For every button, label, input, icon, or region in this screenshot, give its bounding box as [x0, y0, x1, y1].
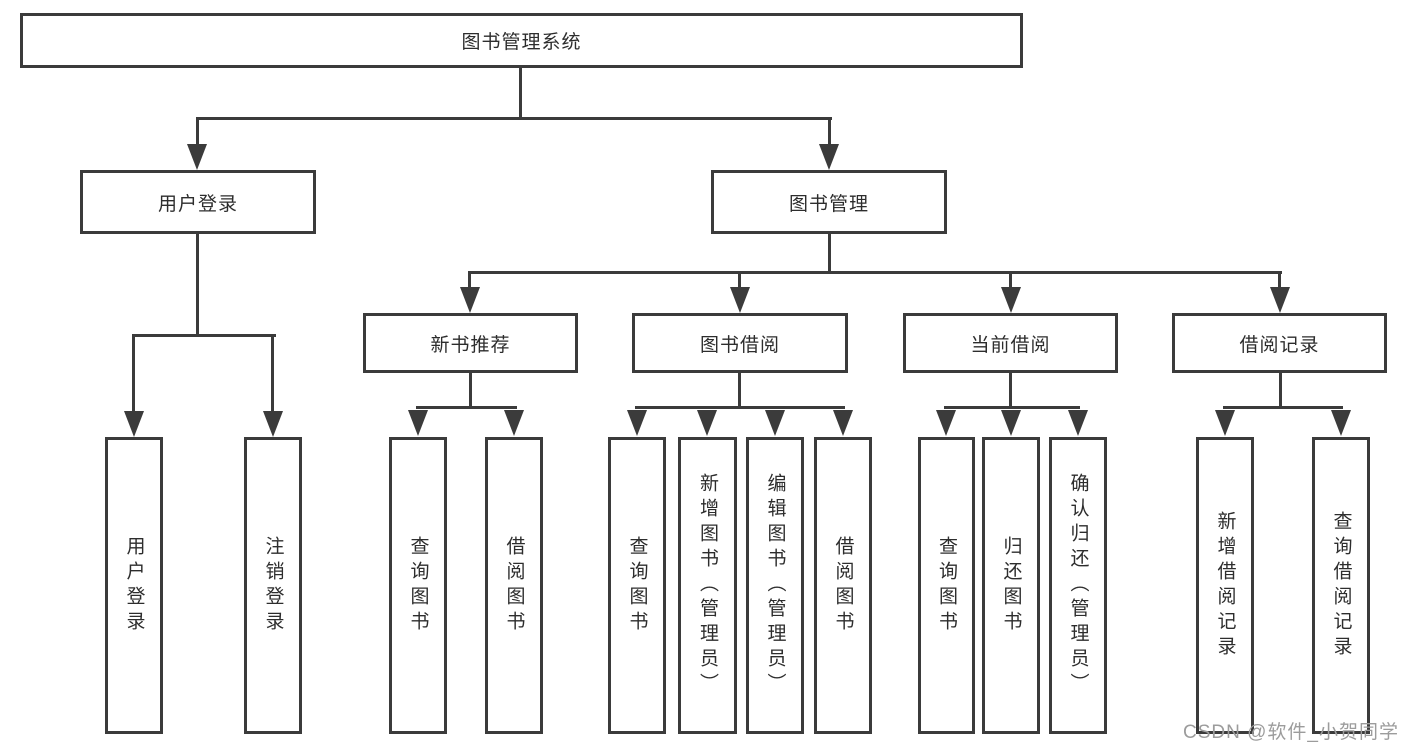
node-library-system: 图书管理系统 — [20, 13, 1023, 68]
arrow-down-icon — [1001, 287, 1021, 313]
leaf-query-book-current: 查询图书 — [918, 437, 975, 734]
node-book-management: 图书管理 — [711, 170, 947, 234]
arrow-down-icon — [187, 144, 207, 170]
leaf-borrow-book-recommend: 借阅图书 — [485, 437, 543, 734]
arrow-down-icon — [1331, 410, 1351, 436]
node-label: 新书推荐 — [430, 334, 511, 356]
leaf-return-book: 归还图书 — [982, 437, 1040, 734]
node-label: 图书借阅 — [699, 334, 780, 356]
connector-line — [416, 406, 517, 409]
connector-line — [1009, 373, 1012, 409]
arrow-down-icon — [504, 410, 524, 436]
arrow-down-icon — [1068, 410, 1088, 436]
arrow-down-icon — [263, 411, 283, 437]
connector-line — [468, 271, 1282, 274]
leaf-query-borrow-record: 查询借阅记录 — [1312, 437, 1370, 734]
leaf-label: 新增借阅记录 — [1214, 510, 1236, 661]
connector-line — [1223, 406, 1343, 409]
leaf-user-login: 用户登录 — [105, 437, 163, 734]
leaf-label: 用户登录 — [123, 535, 145, 636]
node-label: 用户登录 — [157, 193, 238, 215]
connector-line — [738, 271, 741, 291]
leaf-query-book-recommend: 查询图书 — [389, 437, 447, 734]
leaf-label: 确认归还（管理员） — [1067, 473, 1089, 698]
arrow-down-icon — [819, 144, 839, 170]
connector-line — [944, 406, 1080, 409]
connector-line — [132, 334, 135, 414]
leaf-logout: 注销登录 — [244, 437, 302, 734]
leaf-label: 查询图书 — [936, 535, 957, 636]
connector-line — [271, 334, 274, 414]
leaf-label: 编辑图书（管理员） — [764, 473, 786, 698]
node-current-borrow: 当前借阅 — [903, 313, 1118, 373]
connector-line — [196, 117, 832, 120]
leaf-label: 借阅图书 — [503, 535, 525, 636]
node-new-book-recommend: 新书推荐 — [363, 313, 578, 373]
connector-line — [1009, 271, 1012, 291]
connector-line — [1279, 373, 1282, 409]
leaf-label: 查询图书 — [407, 535, 429, 636]
arrow-down-icon — [936, 410, 956, 436]
connector-line — [828, 117, 831, 147]
connector-line — [519, 68, 522, 119]
connector-line — [469, 373, 472, 409]
node-label: 当前借阅 — [970, 334, 1051, 356]
leaf-add-book-admin: 新增图书（管理员） — [678, 437, 737, 734]
leaf-label: 新增图书（管理员） — [697, 473, 718, 698]
node-user-login: 用户登录 — [80, 170, 316, 234]
leaf-borrow-book: 借阅图书 — [814, 437, 872, 734]
node-book-borrow: 图书借阅 — [632, 313, 848, 373]
arrow-down-icon — [460, 287, 480, 313]
connector-line — [196, 117, 199, 147]
arrow-down-icon — [730, 287, 750, 313]
connector-line — [196, 234, 199, 336]
connector-line — [828, 234, 831, 274]
arrow-down-icon — [124, 411, 144, 437]
arrow-down-icon — [627, 410, 647, 436]
leaf-label: 查询图书 — [626, 535, 648, 636]
arrow-down-icon — [697, 410, 717, 436]
node-label: 借阅记录 — [1239, 334, 1320, 356]
arrow-down-icon — [408, 410, 428, 436]
connector-line — [1278, 271, 1281, 291]
node-label: 图书管理 — [788, 193, 869, 215]
connector-line — [132, 334, 276, 337]
leaf-confirm-return-admin: 确认归还（管理员） — [1049, 437, 1107, 734]
arrow-down-icon — [833, 410, 853, 436]
watermark: CSDN @软件_小贺同学 — [1183, 722, 1399, 743]
leaf-label: 查询借阅记录 — [1330, 510, 1352, 661]
leaf-add-borrow-record: 新增借阅记录 — [1196, 437, 1254, 734]
leaf-query-book-borrow: 查询图书 — [608, 437, 666, 734]
leaf-label: 归还图书 — [1000, 535, 1022, 636]
arrow-down-icon — [765, 410, 785, 436]
connector-line — [738, 373, 741, 409]
node-borrow-records: 借阅记录 — [1172, 313, 1387, 373]
leaf-label: 注销登录 — [262, 535, 284, 636]
leaf-edit-book-admin: 编辑图书（管理员） — [746, 437, 804, 734]
arrow-down-icon — [1001, 410, 1021, 436]
node-label: 图书管理系统 — [461, 32, 582, 53]
leaf-label: 借阅图书 — [832, 535, 854, 636]
arrow-down-icon — [1270, 287, 1290, 313]
connector-line — [468, 271, 471, 291]
arrow-down-icon — [1215, 410, 1235, 436]
connector-line — [635, 406, 845, 409]
